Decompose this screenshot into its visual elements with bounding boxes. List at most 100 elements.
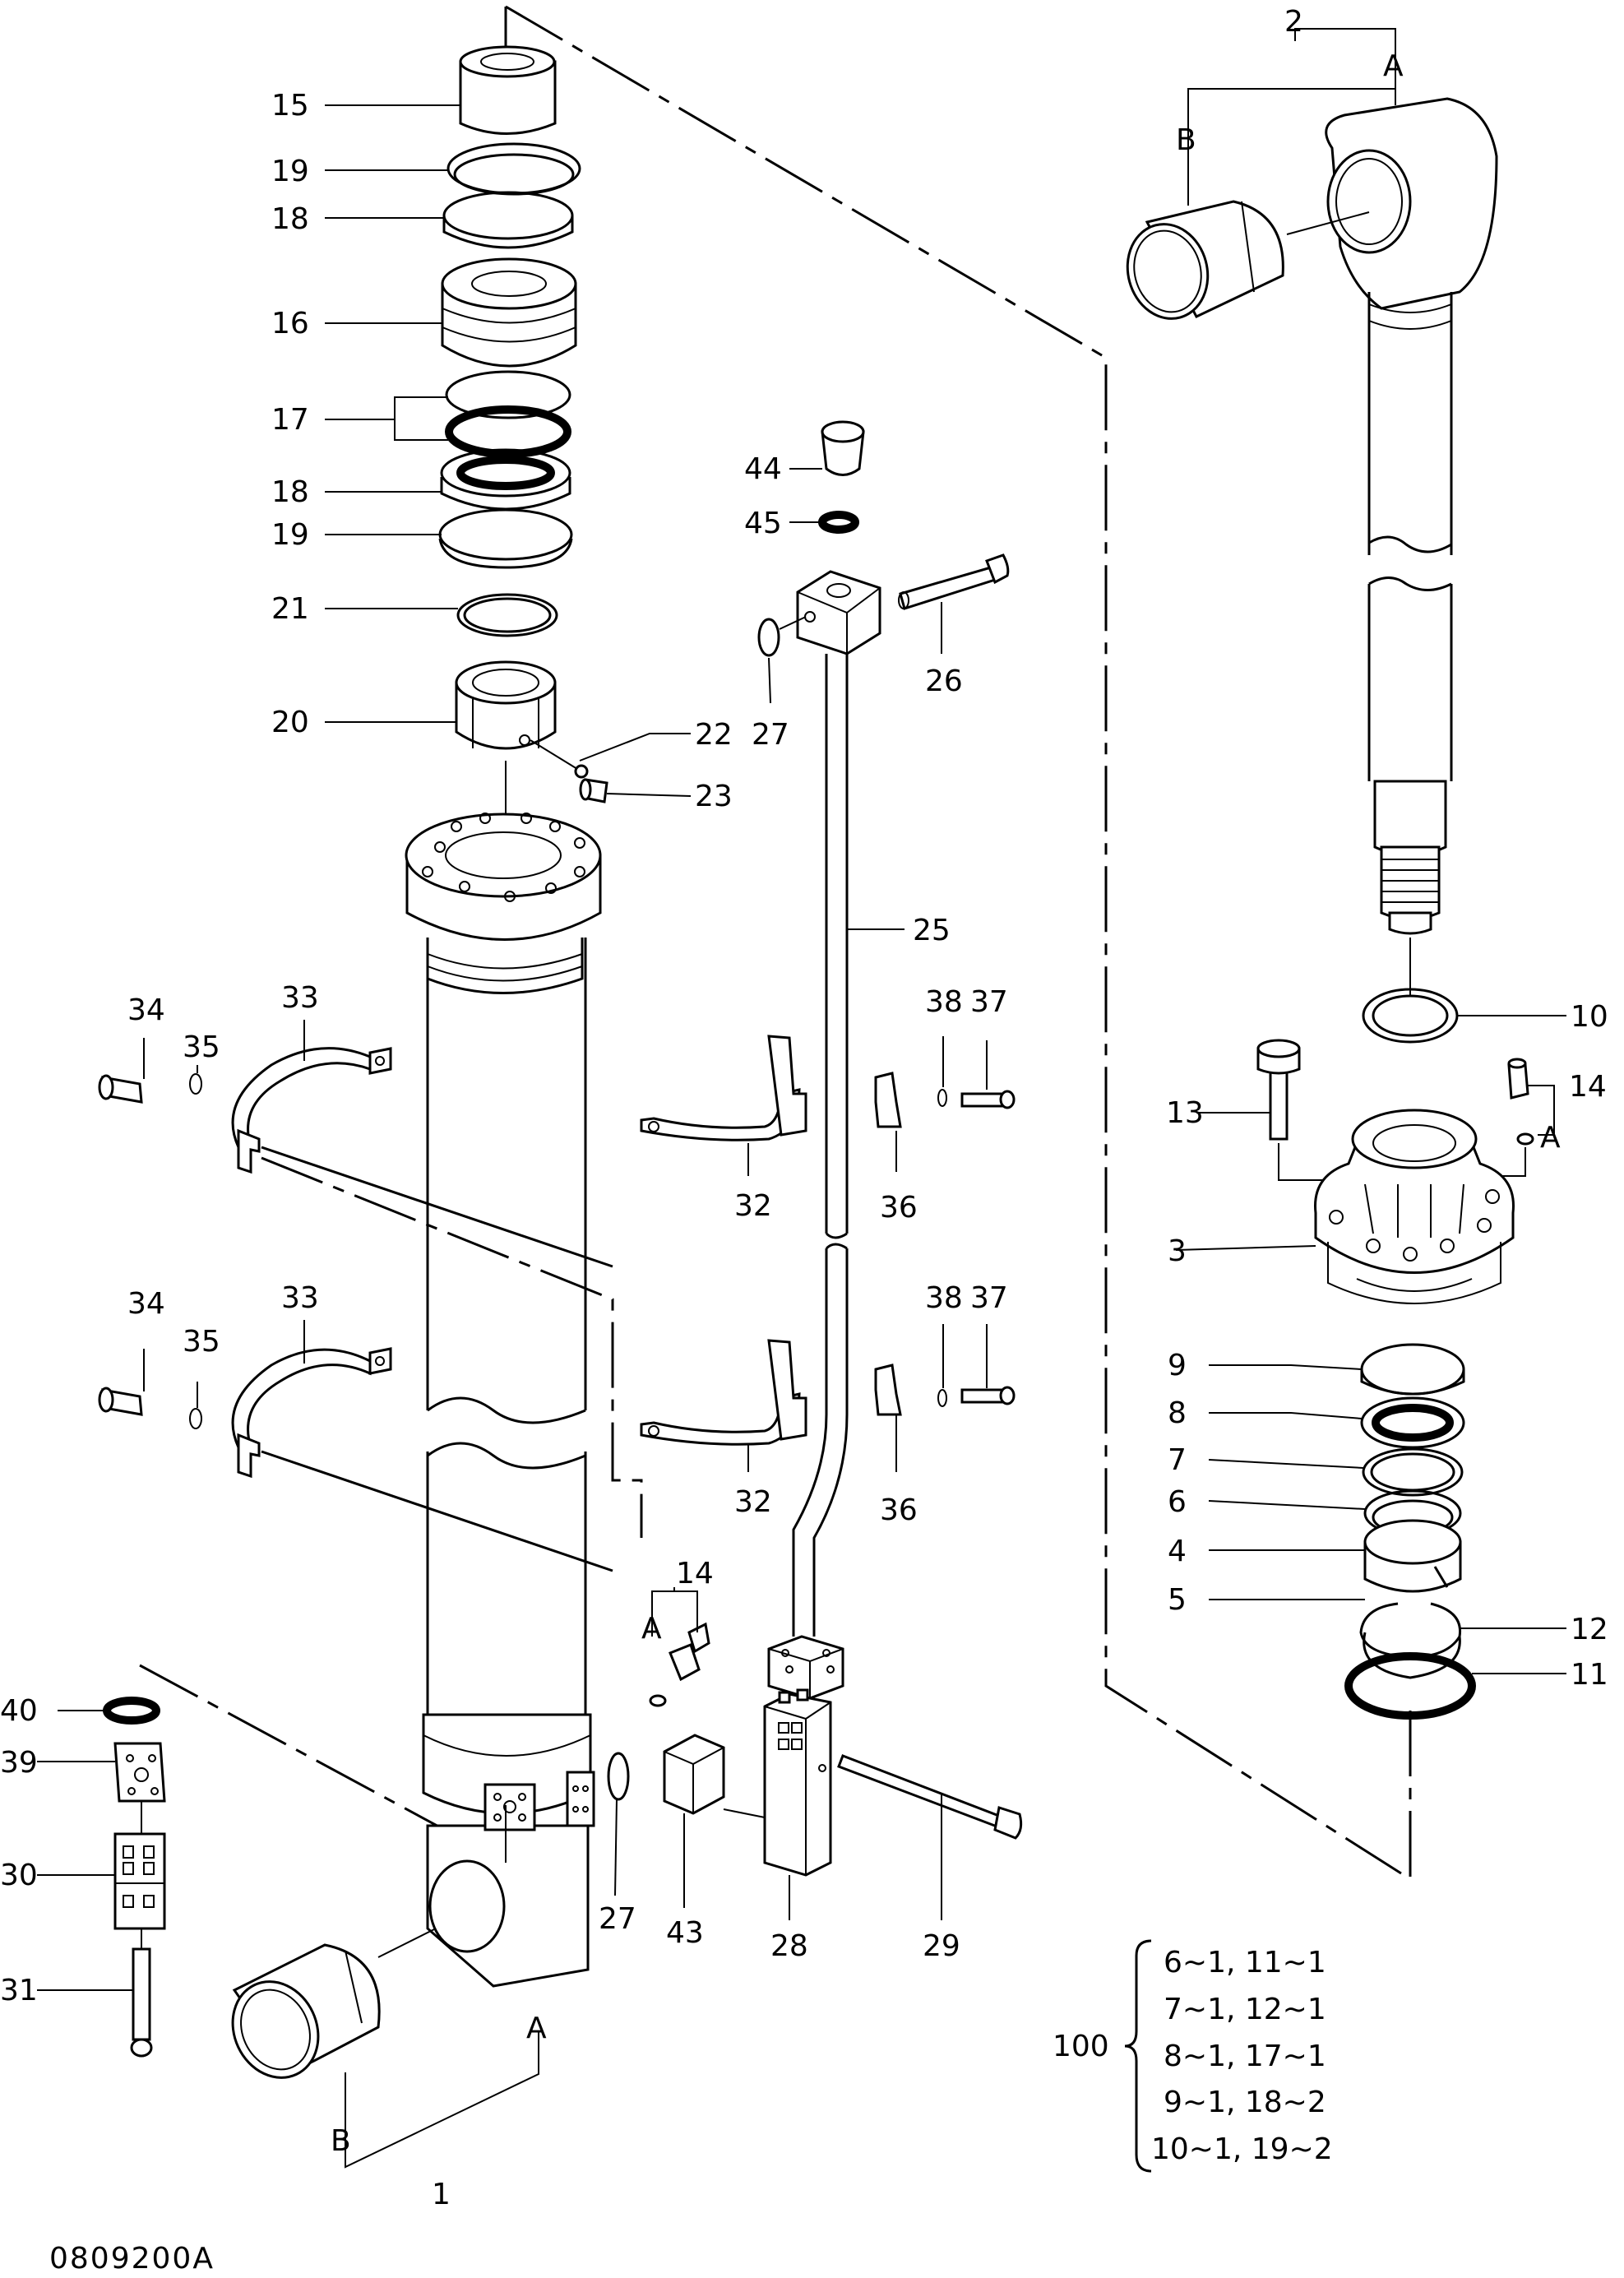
- callout-39: 39: [0, 1746, 38, 1780]
- callout-34: 34: [127, 993, 165, 1027]
- part-19-backup-ring-lower: [438, 508, 573, 569]
- clamp-set-upper: [98, 1035, 1016, 1268]
- part-4-bushing: [1363, 1519, 1462, 1593]
- part-1-cylinder-tube: [405, 761, 602, 1988]
- part-21-washer: [456, 593, 558, 637]
- part-23-set-screw: [579, 778, 608, 803]
- callout-20: 20: [271, 706, 309, 739]
- callout-16: 16: [271, 307, 309, 340]
- part-7-ring: [1362, 1447, 1464, 1497]
- part-20-piston-nut: [455, 660, 557, 750]
- callout-35: 35: [183, 1030, 220, 1064]
- part-19-backup-ring-upper: [446, 142, 581, 196]
- part-31-bolt: [130, 1928, 153, 2058]
- callout-14: 14: [676, 1557, 714, 1590]
- part-22-steel-ball: [530, 739, 589, 779]
- callout-25: 25: [913, 914, 951, 947]
- callout-5: 5: [1168, 1583, 1187, 1617]
- callout-22: 22: [695, 718, 733, 752]
- callout-34: 34: [127, 1287, 165, 1321]
- callout-12: 12: [1571, 1613, 1608, 1646]
- part-39-flange: [113, 1742, 166, 1834]
- callout-36: 36: [880, 1493, 918, 1527]
- callout-10: 10: [1571, 1000, 1608, 1034]
- part-15-cushion-bearing: [459, 45, 557, 135]
- callout-32: 32: [734, 1485, 772, 1519]
- callout-36: 36: [880, 1191, 918, 1225]
- part-8-ring: [1360, 1396, 1465, 1449]
- part-43-block: [663, 1734, 725, 1815]
- callout-45: 45: [744, 507, 782, 540]
- callout-33: 33: [281, 1281, 319, 1315]
- callout-14: 14: [1569, 1070, 1607, 1104]
- callout-23: 23: [695, 780, 733, 813]
- callout-labels: 15 19 18 16 17 18 19 21 20 22 23 44 45 2…: [0, 5, 1608, 2276]
- part-18-buffer-ring-upper: [442, 191, 574, 249]
- callout-31: 31: [0, 1974, 38, 2007]
- callout-37: 37: [970, 985, 1008, 1019]
- callout-19: 19: [271, 518, 309, 552]
- callout-33: 33: [281, 981, 319, 1015]
- callout-43: 43: [666, 1916, 704, 1950]
- callout-27: 27: [599, 1902, 636, 1936]
- callout-9: 9: [1168, 1349, 1187, 1382]
- clamp-set-lower: [98, 1339, 1016, 1572]
- callout-44: 44: [744, 452, 782, 486]
- part-9-ring: [1360, 1343, 1465, 1396]
- letter-b: B: [331, 2124, 351, 2158]
- callout-11: 11: [1571, 1658, 1608, 1692]
- part-bushing-b-bottom: [231, 1928, 437, 2079]
- kit-list-item: 8~1, 17~1: [1164, 2040, 1326, 2073]
- callout-38: 38: [925, 985, 963, 1019]
- callout-30: 30: [0, 1859, 38, 1892]
- part-16-rod-bushing: [441, 257, 577, 368]
- callout-29: 29: [923, 1929, 960, 1963]
- callout-8: 8: [1168, 1396, 1187, 1430]
- part-14-grease-fitting-left: [649, 1622, 710, 1707]
- letter-a: A: [1540, 1121, 1561, 1155]
- letter-a: A: [526, 2012, 547, 2045]
- part-13-bolt: [1256, 1039, 1324, 1181]
- callout-38: 38: [925, 1281, 963, 1315]
- part-18-buffer-ring-lower: [440, 448, 571, 511]
- kit-brace: [1124, 1939, 1152, 2173]
- part-30-split-flange: [113, 1832, 166, 1930]
- callout-3: 3: [1168, 1234, 1187, 1268]
- kit-list-item: 9~1, 18~2: [1164, 2086, 1326, 2119]
- callout-1: 1: [432, 2178, 451, 2211]
- callout-26: 26: [925, 664, 963, 698]
- part-2-piston-rod: [1325, 97, 1498, 995]
- callout-7: 7: [1168, 1443, 1187, 1477]
- letter-a: A: [641, 1612, 662, 1646]
- kit-list-item: 6~1, 11~1: [1164, 1946, 1326, 1979]
- callout-18: 18: [271, 475, 309, 509]
- part-29-bolt: [837, 1754, 1023, 1840]
- drawing-id: 0809200A: [49, 2242, 215, 2276]
- part-28-valve: [723, 1688, 832, 1877]
- part-3-rod-cover: [1314, 1109, 1515, 1304]
- kit-list-item: 10~1, 19~2: [1151, 2132, 1333, 2166]
- callout-13: 13: [1166, 1096, 1204, 1130]
- pipe-assembly: [757, 420, 1010, 1700]
- leader-lines: [37, 28, 1566, 2169]
- callout-4: 4: [1168, 1535, 1187, 1568]
- callout-21: 21: [271, 592, 309, 626]
- part-12-backup-ring: [1363, 1632, 1461, 1679]
- callout-32: 32: [734, 1189, 772, 1223]
- letter-b: B: [1176, 123, 1196, 157]
- callout-35: 35: [183, 1325, 220, 1359]
- part-40-oring: [103, 1697, 160, 1725]
- callout-28: 28: [770, 1929, 808, 1963]
- callout-37: 37: [970, 1281, 1008, 1315]
- callout-6: 6: [1168, 1485, 1187, 1519]
- part-14-grease-fitting-right: [1501, 1058, 1534, 1177]
- part-bushing-b-top: [1126, 200, 1370, 320]
- part-11-oring: [1344, 1652, 1476, 1720]
- callout-100: 100: [1053, 2030, 1109, 2063]
- part-27-oring-lower: [607, 1752, 630, 1801]
- kit-list-item: 7~1, 12~1: [1164, 1993, 1326, 2026]
- letter-a: A: [1383, 49, 1404, 83]
- part-10-shim-ring: [1362, 988, 1459, 1044]
- callout-15: 15: [271, 89, 309, 123]
